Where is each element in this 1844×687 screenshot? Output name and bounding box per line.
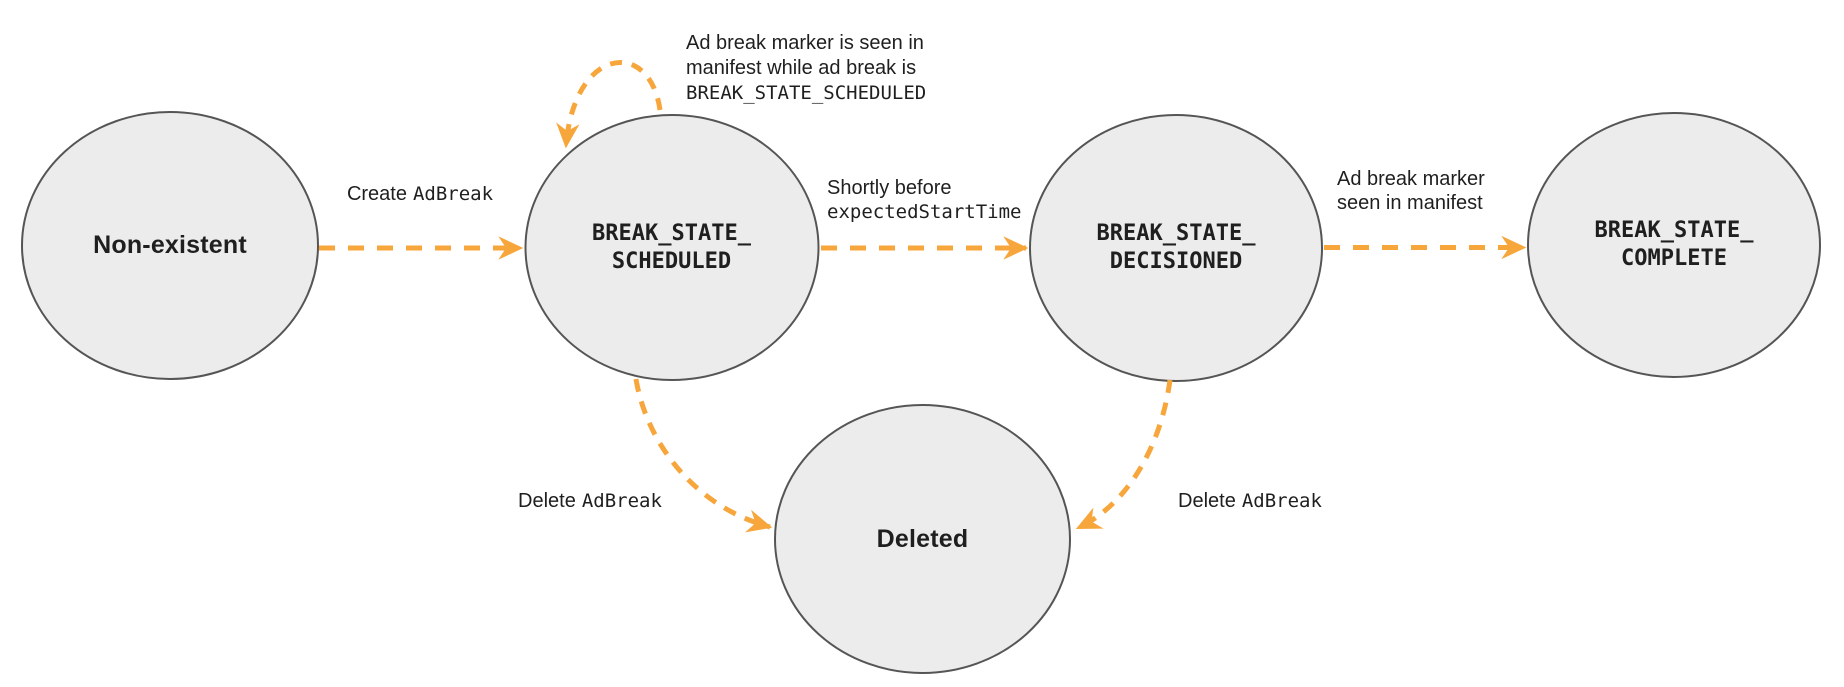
edge-label-shortly-before: Shortly before expectedStartTime [827,176,1021,224]
edge-label-code: AdBreak [581,490,662,512]
state-label-break-state-decisioned: BREAK_STATE_ DECISIONED [1030,115,1322,381]
state-circle-break-state-scheduled [524,114,820,381]
state-name-line: SCHEDULED [611,248,732,274]
state-name-line: BREAK_STATE_ [1096,221,1256,246]
edge-label-code: AdBreak [1241,490,1322,512]
state-name-line: DECISIONED [1109,249,1243,274]
state-circle-deleted [774,404,1071,674]
edge-label-code: AdBreak [412,183,494,205]
state-name: Deleted [876,524,969,553]
state-label-break-state-complete: BREAK_STATE_ COMPLETE [1528,113,1820,377]
arrow-delete-from-scheduled [633,378,773,533]
edge-label-code: expectedStartTime [827,201,1022,223]
edge-label-marker-seen: Ad break marker seen in manifest [1337,167,1485,215]
edge-label-text: Create [346,183,407,205]
edge-label-text: Shortly before [827,177,952,199]
edge-label-text: Ad break marker [1337,168,1485,190]
edge-label-text: Delete [518,490,576,512]
state-name-line: BREAK_STATE_ [1594,218,1754,243]
state-name: Non-existent [93,231,247,259]
edge-label-text: Delete [1178,490,1236,512]
state-name-line: BREAK_STATE_ [592,220,751,246]
state-label-non-existent: Non-existent [22,112,318,379]
edge-label-code: BREAK_STATE_SCHEDULED [686,82,927,104]
edge-label-self-loop: Ad break marker is seen in manifest whil… [686,31,926,106]
state-label-deleted: Deleted [775,405,1070,673]
state-circle-break-state-decisioned [1029,114,1323,382]
state-name-line: COMPLETE [1621,246,1727,271]
edge-label-text: Ad break marker is seen in [686,32,924,54]
state-circle-non-existent [21,111,319,380]
state-label-break-state-scheduled: BREAK_STATE_ SCHEDULED [525,115,818,380]
state-circle-break-state-complete [1527,112,1821,378]
edge-label-text: seen in manifest [1337,192,1483,214]
arrow-delete-from-decisioned [1075,379,1173,531]
arrow-self-loop-scheduled [556,59,663,149]
edge-label-text: manifest while ad break is [686,57,917,79]
